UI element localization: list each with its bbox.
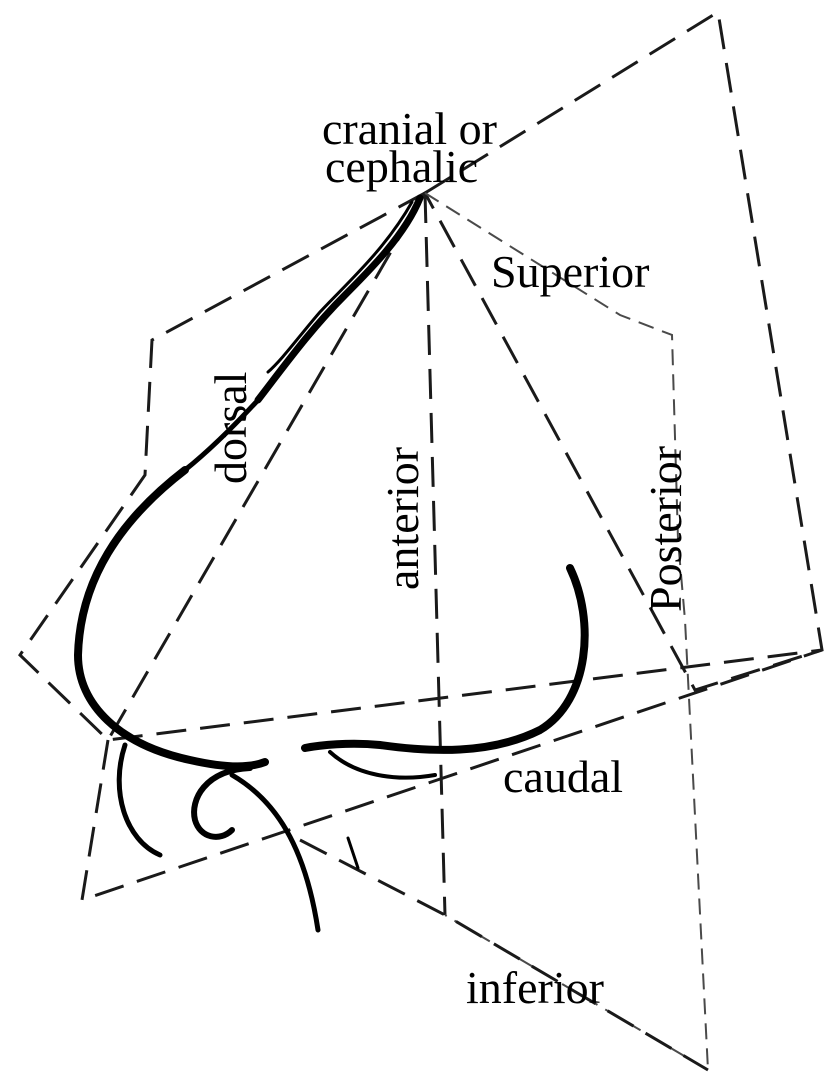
nostril-rim	[328, 750, 437, 780]
nasal-dorsum-middle	[182, 397, 261, 473]
label-caudal: caudal	[503, 751, 623, 802]
anterior-plane-edge	[423, 192, 447, 916]
nasal-dorsum-upper	[254, 194, 424, 404]
dorsal-oblique-plane	[18, 189, 429, 743]
nasal-dorsum-sketch	[266, 200, 414, 374]
caudal-horizontal-plane	[80, 648, 823, 903]
label-posterior: Posterior	[640, 446, 691, 612]
label-superior: Superior	[491, 246, 649, 297]
nasal-dorsum-lower	[74, 466, 269, 771]
superior-posterior-plane	[424, 192, 710, 1072]
label-inferior: inferior	[466, 962, 604, 1013]
detail-stroke	[346, 836, 360, 870]
orientation-labels: cranial or cephalic Superior dorsal ante…	[205, 103, 691, 1013]
columella-curl	[191, 765, 253, 840]
reference-planes	[18, 9, 824, 1072]
inferior-plane-edge	[299, 838, 709, 1072]
upper-lip-line	[229, 772, 321, 933]
nose-outline	[74, 194, 589, 933]
label-dorsal: dorsal	[205, 372, 256, 484]
nostril-lobe	[116, 742, 163, 858]
label-cephalic: cephalic	[325, 141, 478, 192]
alar-curve	[301, 564, 589, 754]
label-cranial: cranial or	[322, 103, 497, 154]
label-anterior: anterior	[377, 447, 428, 590]
